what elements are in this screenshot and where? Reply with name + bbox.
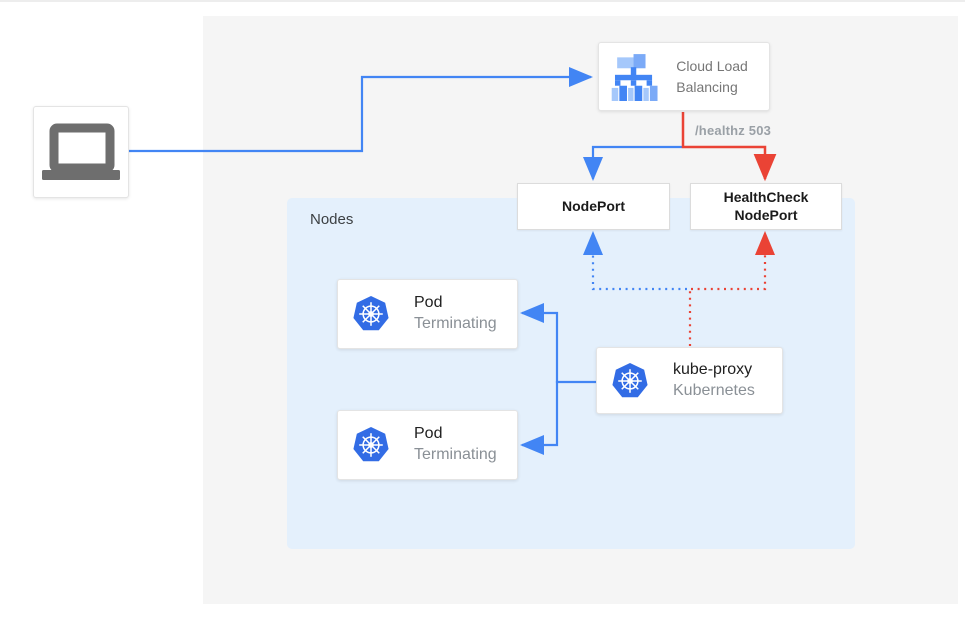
healthcheck-nodeport-box: HealthCheck NodePort [690, 183, 842, 230]
laptop-icon [42, 123, 120, 180]
nodes-group-label: Nodes [310, 211, 354, 228]
pod1-title: Pod [414, 294, 443, 312]
kubernetes-icon [353, 426, 389, 462]
pod1-status: Terminating [414, 315, 497, 332]
nodeport-box: NodePort [517, 183, 670, 230]
kube-proxy-title: kube-proxy [673, 360, 753, 378]
kubernetes-icon [612, 362, 648, 397]
healthz-status-label: /healthz 503 [695, 123, 772, 138]
pod-card-1: Pod Terminating [337, 279, 518, 349]
kube-proxy-subtitle: Kubernetes [673, 381, 755, 399]
cloud-load-balancing-card: Cloud Load Balancing [598, 42, 770, 111]
healthcheck-nodeport-label: HealthCheck NodePort [723, 189, 809, 223]
pod2-title: Pod [414, 425, 443, 443]
client-card [33, 106, 129, 198]
cloud-load-balancing-label: Cloud Load Balancing [676, 58, 748, 95]
kube-proxy-card: kube-proxy Kubernetes [596, 347, 783, 414]
nodeport-label: NodePort [562, 197, 625, 214]
cloud-load-balancing-icon [611, 53, 658, 101]
kubernetes-icon [353, 295, 389, 331]
pod2-status: Terminating [414, 446, 497, 463]
pod-card-2: Pod Terminating [337, 410, 518, 480]
